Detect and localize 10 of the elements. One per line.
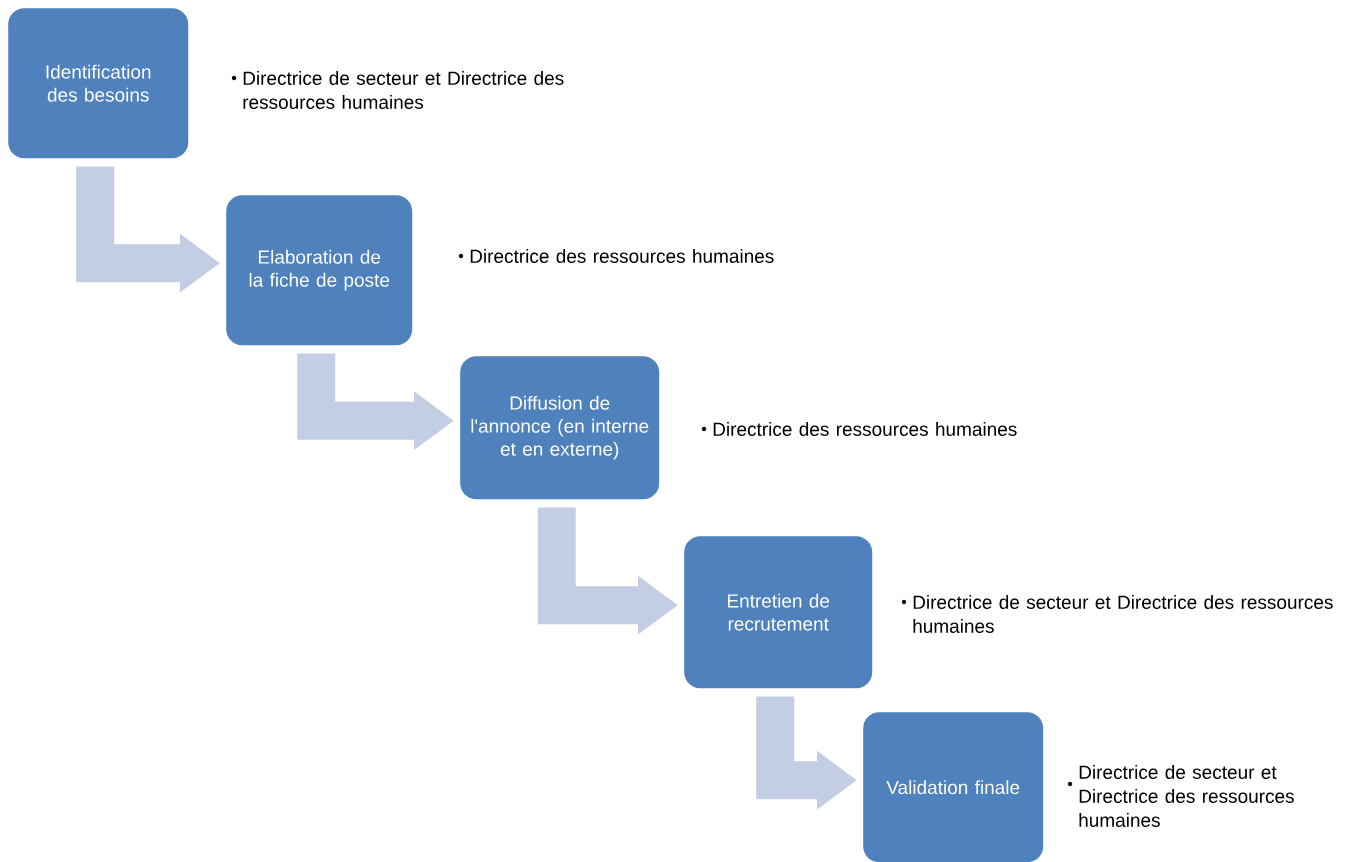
role-text: Directrice de secteur et Directrice des ressources humaines (243, 71, 564, 109)
role-text: Directrice des ressources humaines (470, 249, 774, 263)
step-box: Identification des besoins (8, 8, 189, 159)
step-box: Elaboration de la fiche de poste (226, 195, 413, 346)
step-box: Diffusion de l'annonce (en interne et en externe) (460, 356, 660, 500)
step-box: Validation finale (863, 712, 1044, 862)
role-text: Directrice des ressources humaines (713, 422, 1017, 436)
step-box: Entretien de recrutement (684, 536, 873, 689)
role-text: Directrice de secteur et Directrice des ressources humaines (1079, 765, 1294, 827)
role-text: Directrice de secteur et Directrice des ressources humaines (913, 595, 1333, 633)
